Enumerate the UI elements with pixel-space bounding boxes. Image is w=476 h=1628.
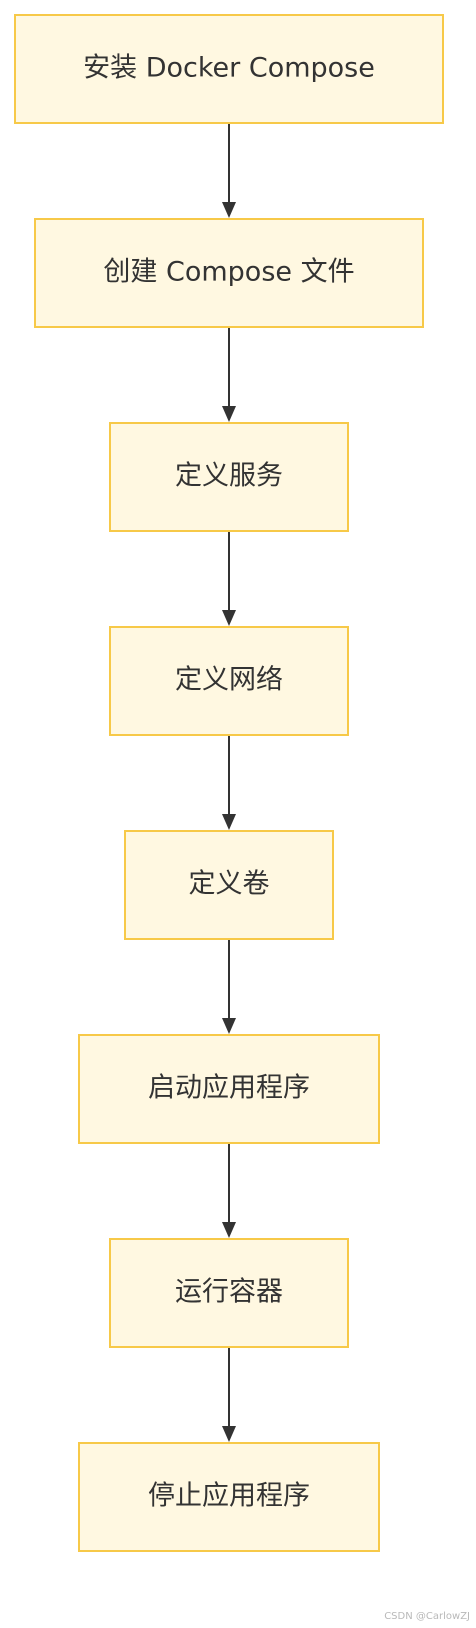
arrowhead-icon xyxy=(222,1018,236,1034)
node-box xyxy=(109,422,349,532)
node-box xyxy=(14,14,444,124)
node-define-volumes: 定义卷 xyxy=(124,830,334,940)
arrow-define-volumes-to-start-app xyxy=(222,939,236,1034)
node-start-app: 启动应用程序 xyxy=(78,1034,380,1144)
node-label: 启动应用程序 xyxy=(148,1073,310,1104)
arrowhead-icon xyxy=(222,202,236,218)
node-stop-app: 停止应用程序 xyxy=(78,1442,380,1552)
arrowhead-icon xyxy=(222,610,236,626)
edges xyxy=(222,123,236,1442)
arrow-define-networks-to-define-volumes xyxy=(222,735,236,830)
node-label: 创建 Compose 文件 xyxy=(103,257,354,288)
watermark: CSDN @CarlowZJ xyxy=(384,1611,470,1622)
node-run-containers: 运行容器 xyxy=(109,1238,349,1348)
node-create-file: 创建 Compose 文件 xyxy=(34,218,424,328)
arrow-start-app-to-run-containers xyxy=(222,1143,236,1238)
node-define-services: 定义服务 xyxy=(109,422,349,532)
node-box xyxy=(78,1442,380,1552)
node-box xyxy=(109,626,349,736)
arrow-run-containers-to-stop-app xyxy=(222,1347,236,1442)
nodes: 安装 Docker Compose 创建 Compose 文件定义服务定义网络定义… xyxy=(14,14,444,1552)
arrow-define-services-to-define-networks xyxy=(222,531,236,626)
node-label: 定义服务 xyxy=(175,461,283,492)
arrowhead-icon xyxy=(222,1426,236,1442)
node-box xyxy=(34,218,424,328)
arrowhead-icon xyxy=(222,406,236,422)
arrowhead-icon xyxy=(222,1222,236,1238)
node-define-networks: 定义网络 xyxy=(109,626,349,736)
node-label: 定义网络 xyxy=(175,665,283,696)
node-box xyxy=(78,1034,380,1144)
node-label: 停止应用程序 xyxy=(148,1481,310,1512)
node-box xyxy=(109,1238,349,1348)
arrow-create-file-to-define-services xyxy=(222,327,236,422)
node-box xyxy=(124,830,334,940)
node-label: 安装 Docker Compose xyxy=(83,53,375,84)
arrowhead-icon xyxy=(222,814,236,830)
arrow-install-to-create-file xyxy=(222,123,236,218)
node-label: 运行容器 xyxy=(175,1277,283,1308)
node-label: 定义卷 xyxy=(189,869,270,900)
node-install: 安装 Docker Compose xyxy=(14,14,444,124)
